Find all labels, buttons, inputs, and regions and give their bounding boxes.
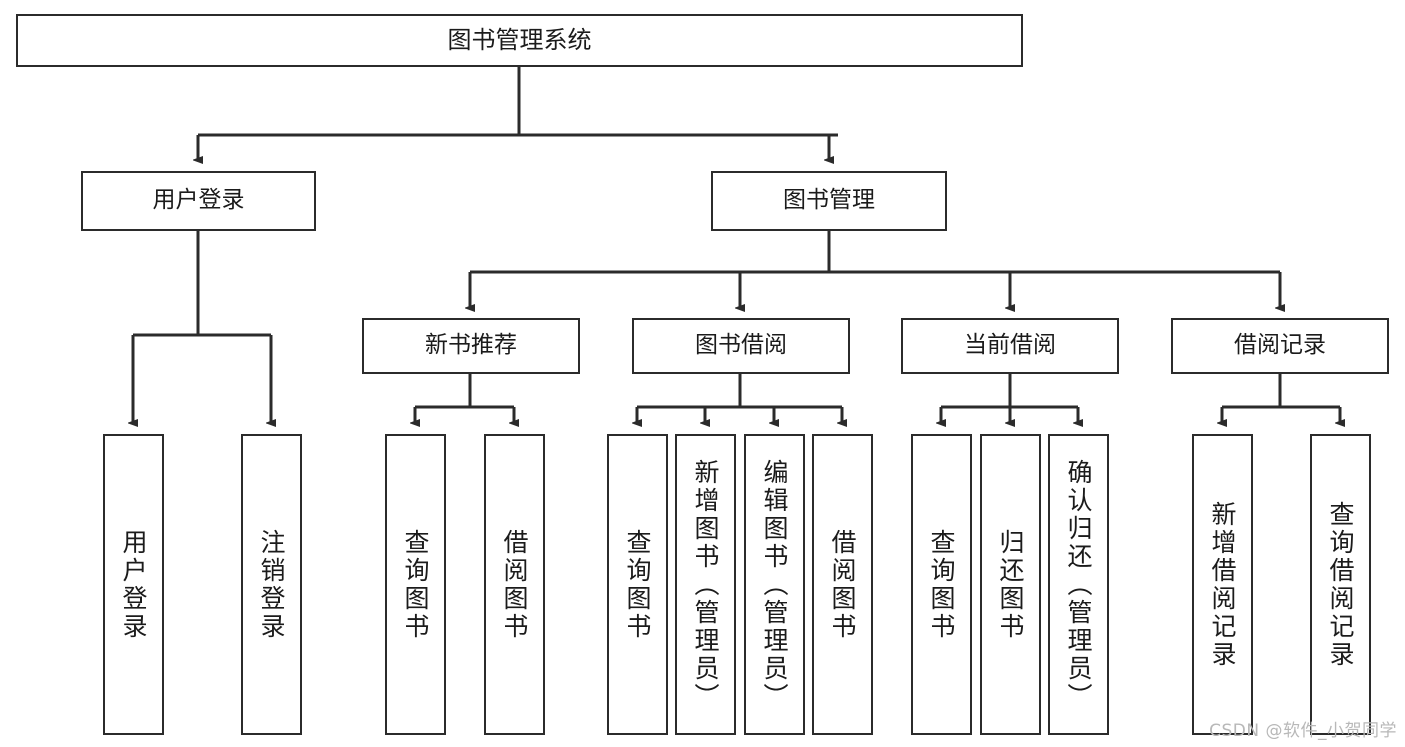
node-label: 借阅图书 xyxy=(500,528,529,641)
leaf-return-book[interactable]: 归还图书 xyxy=(980,434,1041,735)
node-current-borrow[interactable]: 当前借阅 xyxy=(901,318,1119,374)
leaf-borrow-book-new[interactable]: 借阅图书 xyxy=(484,434,545,735)
watermark-text: CSDN @软件_小贺同学 xyxy=(1209,721,1397,741)
node-book-management[interactable]: 图书管理 xyxy=(711,171,947,231)
node-borrow-records[interactable]: 借阅记录 xyxy=(1171,318,1389,374)
leaf-query-book-new[interactable]: 查询图书 xyxy=(385,434,446,735)
node-label: 确认归还（管理员） xyxy=(1064,458,1093,711)
node-label: 编辑图书（管理员） xyxy=(760,458,789,711)
leaf-user-login[interactable]: 用户登录 xyxy=(103,434,164,735)
node-label: 新增借阅记录 xyxy=(1208,500,1237,669)
node-label: 图书管理系统 xyxy=(447,26,592,55)
leaf-edit-book-admin[interactable]: 编辑图书（管理员） xyxy=(744,434,805,735)
node-label: 查询图书 xyxy=(623,528,652,641)
leaf-query-book-borrow[interactable]: 查询图书 xyxy=(607,434,668,735)
node-user-login[interactable]: 用户登录 xyxy=(81,171,316,231)
node-label: 查询图书 xyxy=(401,528,430,641)
node-label: 当前借阅 xyxy=(964,332,1056,359)
node-label: 新增图书（管理员） xyxy=(691,458,720,711)
node-book-borrow[interactable]: 图书借阅 xyxy=(632,318,850,374)
leaf-query-borrow-record[interactable]: 查询借阅记录 xyxy=(1310,434,1371,735)
node-label: 借阅记录 xyxy=(1234,332,1326,359)
leaf-add-borrow-record[interactable]: 新增借阅记录 xyxy=(1192,434,1253,735)
node-label: 用户登录 xyxy=(119,528,148,641)
node-label: 归还图书 xyxy=(996,528,1025,641)
node-label: 图书管理 xyxy=(783,187,875,214)
leaf-logout[interactable]: 注销登录 xyxy=(241,434,302,735)
node-new-book-recommendation[interactable]: 新书推荐 xyxy=(362,318,580,374)
node-label: 查询图书 xyxy=(927,528,956,641)
node-root-system[interactable]: 图书管理系统 xyxy=(16,14,1023,67)
leaf-add-book-admin[interactable]: 新增图书（管理员） xyxy=(675,434,736,735)
node-label: 用户登录 xyxy=(152,187,245,214)
node-label: 图书借阅 xyxy=(695,332,787,359)
node-label: 借阅图书 xyxy=(828,528,857,641)
leaf-query-book-current[interactable]: 查询图书 xyxy=(911,434,972,735)
node-label: 查询借阅记录 xyxy=(1326,500,1355,669)
node-label: 新书推荐 xyxy=(425,332,517,359)
node-label: 注销登录 xyxy=(257,528,286,641)
leaf-confirm-return-admin[interactable]: 确认归还（管理员） xyxy=(1048,434,1109,735)
leaf-borrow-book[interactable]: 借阅图书 xyxy=(812,434,873,735)
